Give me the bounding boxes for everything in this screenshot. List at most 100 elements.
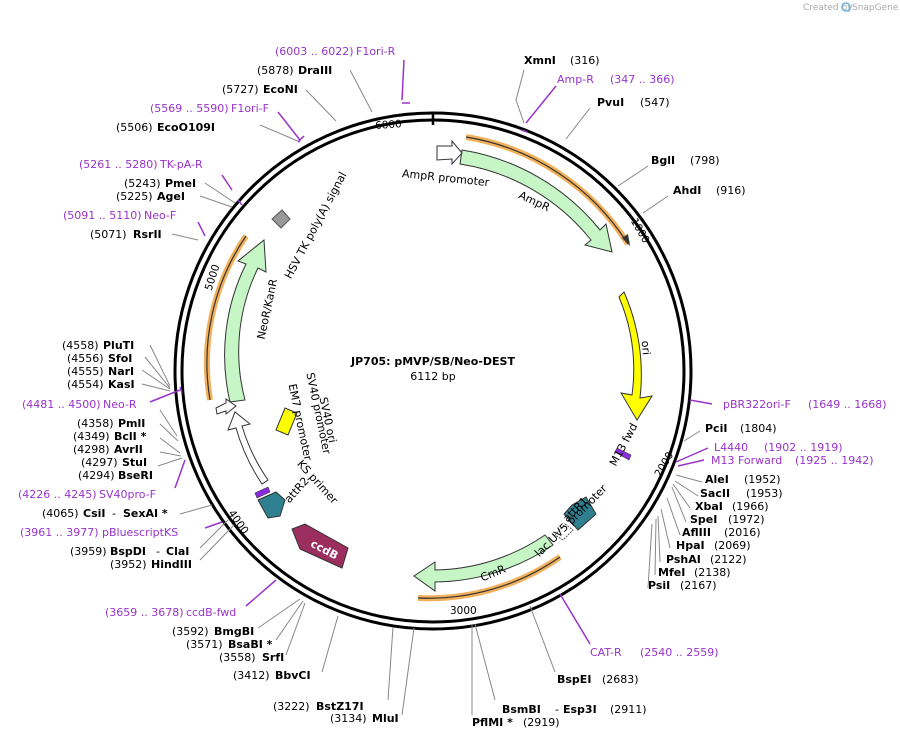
enz-bbvci: BbvCI bbox=[275, 669, 311, 682]
attr2-arrow bbox=[257, 491, 286, 519]
primer-m13-range: (1925 .. 1942) bbox=[795, 454, 874, 467]
enz-nari: NarI bbox=[108, 365, 134, 378]
pos-mlui: (3134) bbox=[330, 712, 367, 725]
enz-ecoo109i: EcoO109I bbox=[157, 121, 215, 134]
hsv-tk-diamond bbox=[271, 209, 291, 229]
snapgene-logo: SnapGene bbox=[841, 2, 899, 13]
enz-kasi: KasI bbox=[108, 378, 135, 391]
enz-bcli: BclI * bbox=[114, 430, 147, 443]
enz-pvui: PvuI bbox=[597, 96, 624, 109]
sv40-ori-box bbox=[275, 407, 298, 436]
brand-text: SnapGene bbox=[852, 3, 899, 13]
credit-text: Created by bbox=[803, 3, 853, 13]
primer-l4440-range: (1902 .. 1919) bbox=[764, 441, 843, 454]
primer-sv40pro-name: SV40pro-F bbox=[99, 488, 156, 501]
primer-l4440-name: L4440 bbox=[714, 441, 748, 454]
pos-pcii: (1804) bbox=[740, 422, 777, 435]
enz-bmgbi: BmgBI bbox=[214, 625, 254, 638]
primer-neof-name: Neo-F bbox=[144, 209, 176, 222]
enz-sexai: SexAI * bbox=[123, 507, 168, 520]
enz-agei: AgeI bbox=[157, 190, 185, 203]
primer-f1orif-range: (5569 .. 5590) bbox=[150, 102, 229, 115]
primer-f1orir-range: (6003 .. 6022) bbox=[275, 45, 354, 58]
pos-sacii: (1953) bbox=[746, 487, 783, 500]
pos-psii: (2167) bbox=[680, 579, 717, 592]
enz-pmli: PmlI bbox=[118, 417, 145, 430]
pos-sfoi: (4556) bbox=[67, 352, 104, 365]
pos-nari: (4555) bbox=[67, 365, 104, 378]
enz-hindiii: HindIII bbox=[151, 558, 192, 571]
pos-afliii: (2016) bbox=[724, 526, 761, 539]
pos-bstz17i: (3222) bbox=[273, 700, 310, 713]
pos-spei: (1972) bbox=[728, 513, 765, 526]
pos-agei: (5225) bbox=[116, 190, 153, 203]
primer-f1orif-name: F1ori-F bbox=[231, 102, 269, 115]
enz-ahdi: AhdI bbox=[673, 184, 701, 197]
primer-catr-name: CAT-R bbox=[590, 646, 622, 659]
ccdb-arrow bbox=[291, 523, 349, 569]
enz-alei: AleI bbox=[705, 473, 729, 486]
sv40-promoter-arrow bbox=[215, 398, 237, 416]
enz-spei: SpeI bbox=[690, 513, 717, 526]
pos-hindiii: (3952) bbox=[110, 558, 147, 571]
pos-srfi: (3558) bbox=[219, 651, 256, 664]
pos-bbvci: (3412) bbox=[233, 669, 270, 682]
primer-pbluescript-range: (3961 .. 3977) bbox=[20, 526, 99, 539]
enz-draiii: DraIII bbox=[298, 64, 332, 77]
pos-esp3i: (2911) bbox=[610, 703, 647, 716]
primer-markers bbox=[149, 59, 713, 645]
lac-uv5-arrow bbox=[554, 523, 574, 541]
tick-4000: 4000 bbox=[225, 508, 250, 537]
enz-bsmbi: BsmBI bbox=[502, 703, 541, 716]
pos-pshai: (2122) bbox=[710, 553, 747, 566]
enz-clai-prefix: - bbox=[156, 545, 160, 558]
enz-rsrii: RsrII bbox=[133, 228, 162, 241]
primer-m13-name: M13 Forward bbox=[711, 454, 782, 467]
ampr-promoter-arrow bbox=[436, 139, 463, 166]
enz-esp3i: Esp3I bbox=[563, 703, 597, 716]
pos-pflmi: (2919) bbox=[523, 716, 560, 729]
ori-arrow bbox=[618, 291, 654, 421]
pos-pmei: (5243) bbox=[124, 177, 161, 190]
ampr-arrow bbox=[459, 149, 613, 253]
em7-arrow bbox=[227, 411, 269, 485]
pos-bspei: (2683) bbox=[602, 673, 639, 686]
primer-ampr-name: Amp-R bbox=[557, 73, 594, 86]
pos-xbai: (1966) bbox=[732, 500, 769, 513]
pos-csii: (4065) bbox=[42, 507, 79, 520]
enz-bgli: BglI bbox=[651, 154, 675, 167]
enz-pluti: PluTI bbox=[103, 339, 134, 352]
pos-bmgbi: (3592) bbox=[172, 625, 209, 638]
pos-rsrii: (5071) bbox=[90, 228, 127, 241]
attr1-arrow bbox=[563, 496, 597, 531]
enz-bstz17i: BstZ17I bbox=[316, 700, 364, 713]
enz-sfoi: SfoI bbox=[108, 352, 132, 365]
enz-mfei: MfeI bbox=[658, 566, 685, 579]
enz-afliii: AflIII bbox=[682, 526, 711, 539]
plasmid-title: JP705: pMVP/SB/Neo-DEST bbox=[350, 355, 515, 368]
pos-bcli: (4349) bbox=[73, 430, 110, 443]
primer-pbluescript-name: pBluescriptKS bbox=[102, 526, 178, 539]
enz-pshai: PshAI bbox=[666, 553, 701, 566]
ampr-promoter-label: AmpR promoter bbox=[401, 167, 490, 189]
pos-draiii: (5878) bbox=[257, 64, 294, 77]
ks-primer-marker bbox=[254, 486, 271, 499]
cmr-arrow bbox=[413, 534, 554, 592]
m13-fwd-marker bbox=[614, 447, 632, 461]
enz-stui: StuI bbox=[122, 456, 147, 469]
enz-bspdi: BspDI bbox=[110, 545, 146, 558]
site-labels: XmnI (316) Amp-R (347 .. 366) PvuI (547)… bbox=[18, 45, 887, 729]
enz-xmni: XmnI bbox=[524, 54, 556, 67]
enz-econi: EcoNI bbox=[263, 83, 298, 96]
pos-pvui: (547) bbox=[640, 96, 670, 109]
leader-lines bbox=[141, 69, 703, 716]
pos-kasi: (4554) bbox=[67, 378, 104, 391]
primer-sv40pro-range: (4226 .. 4245) bbox=[18, 488, 97, 501]
enz-xbai: XbaI bbox=[695, 500, 723, 513]
plasmid-size: 6112 bp bbox=[410, 370, 455, 383]
pos-bseri: (4294) bbox=[78, 469, 115, 482]
pos-ahdi: (916) bbox=[716, 184, 746, 197]
pos-pmli: (4358) bbox=[77, 417, 114, 430]
enz-esp3i-prefix: - bbox=[555, 703, 559, 716]
enz-sexai-prefix: - bbox=[112, 507, 116, 520]
